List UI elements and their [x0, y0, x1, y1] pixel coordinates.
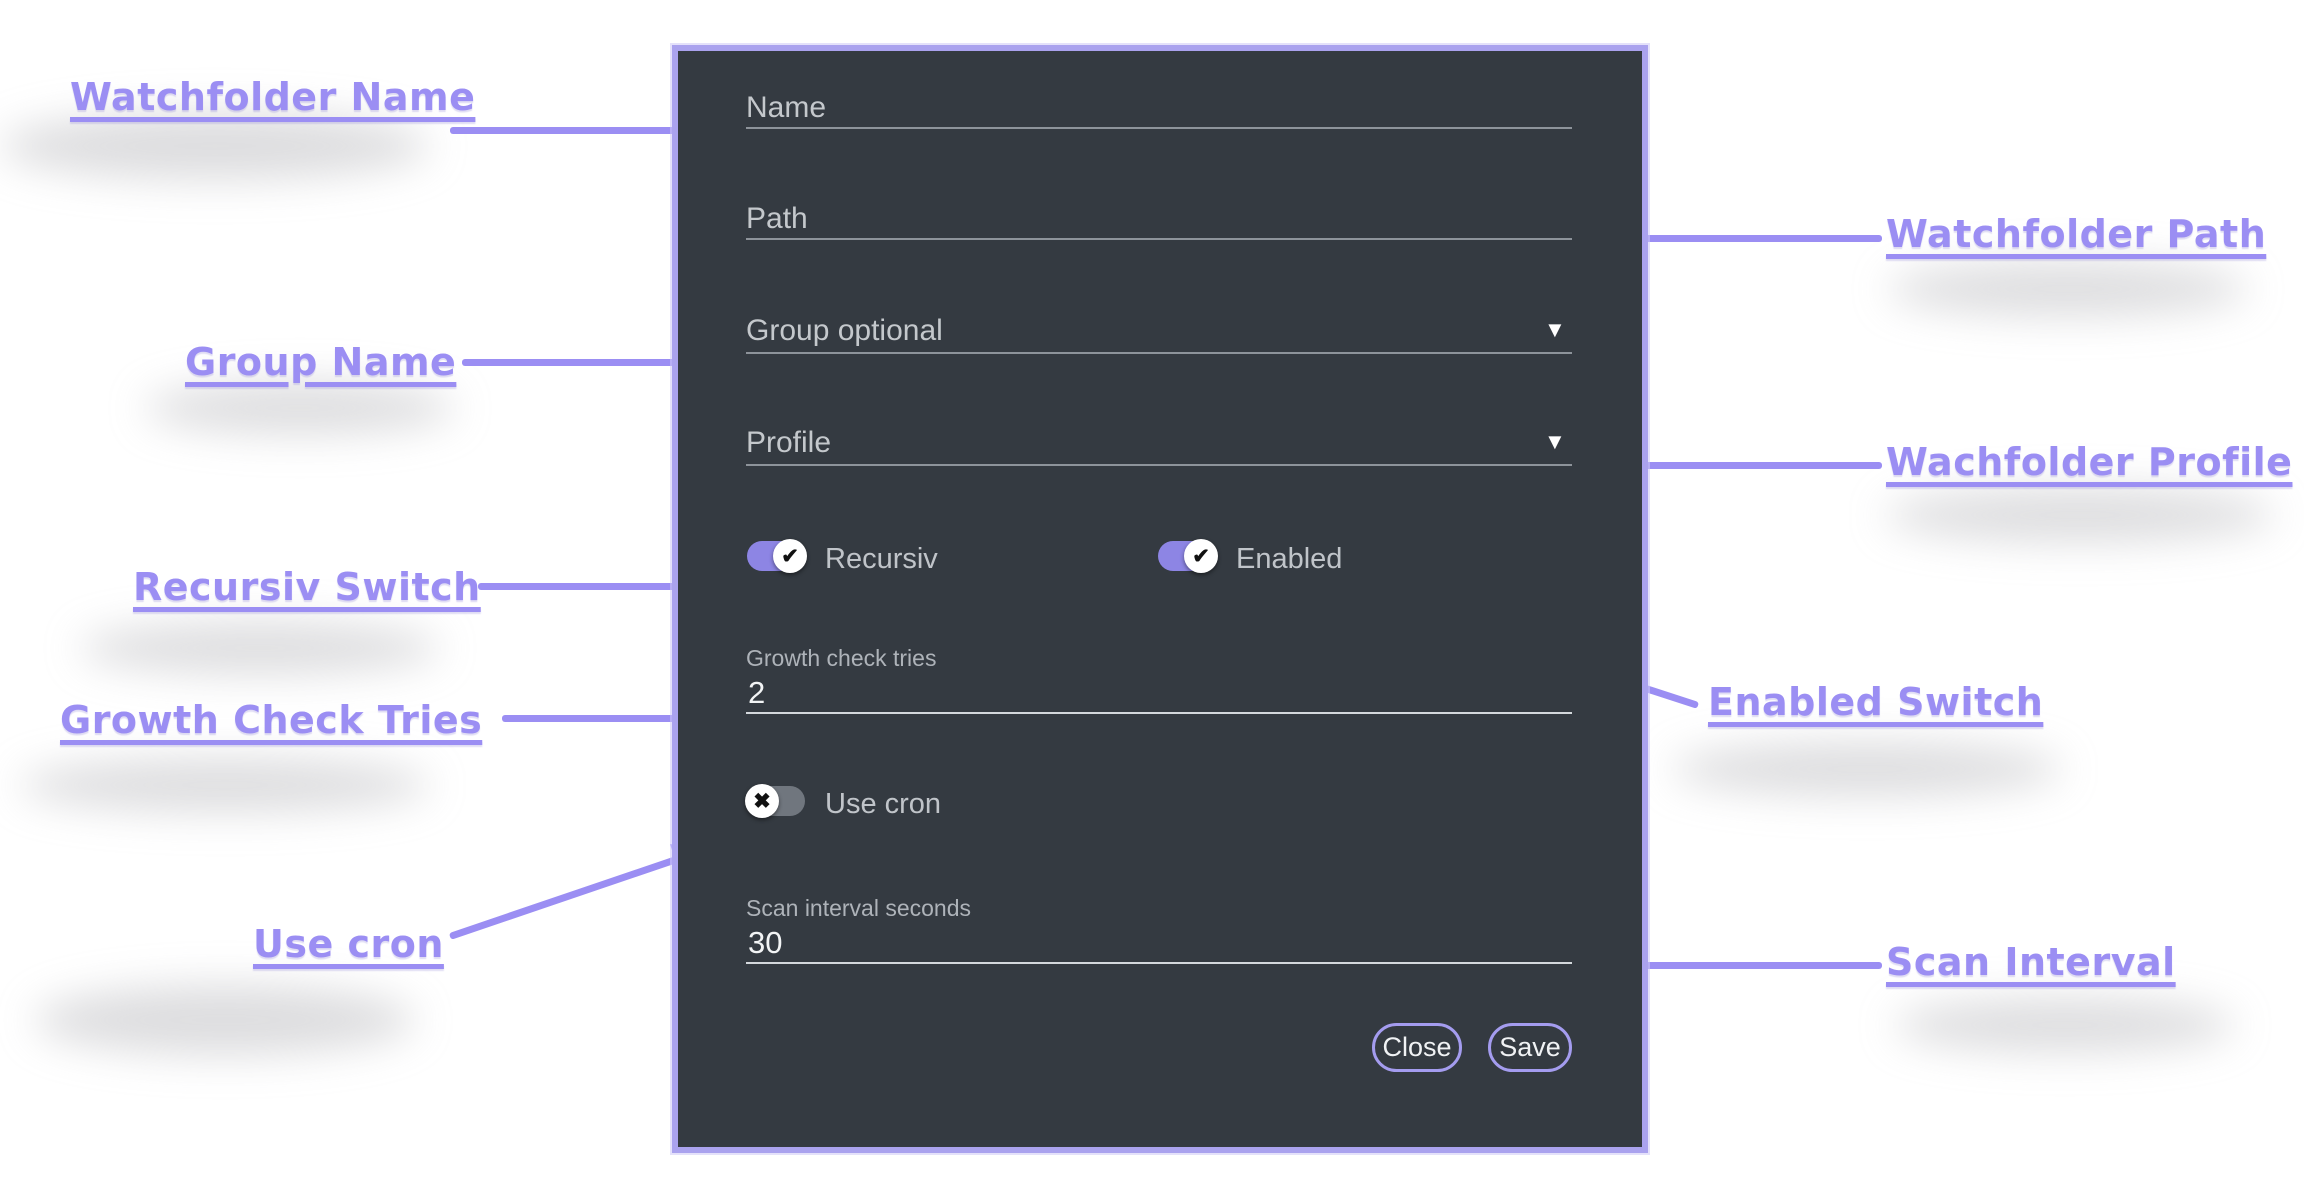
annotation-growth-check-tries: Growth Check Tries	[60, 698, 483, 742]
shadow-blob	[1895, 998, 2235, 1052]
recursiv-toggle-label: Recursiv	[825, 543, 938, 575]
shadow-blob	[35, 985, 415, 1055]
check-icon: ✔	[781, 544, 799, 568]
name-field-underline	[746, 127, 1572, 129]
toggle-thumb-cross-icon: ✖	[745, 784, 779, 818]
annotation-enabled-switch: Enabled Switch	[1708, 680, 2044, 724]
toggle-thumb-check-icon: ✔	[1184, 539, 1218, 573]
shadow-blob	[80, 622, 440, 674]
toggle-thumb-check-icon: ✔	[773, 539, 807, 573]
growth-field-value: 2	[748, 675, 766, 710]
use-cron-toggle[interactable]: ✖	[745, 784, 837, 818]
shadow-blob	[1885, 488, 2275, 542]
annotation-watchfolder-path: Watchfolder Path	[1886, 212, 2267, 256]
shadow-blob	[145, 382, 455, 434]
path-field-label: Path	[746, 202, 808, 235]
profile-select-underline	[746, 464, 1572, 466]
profile-select-label: Profile	[746, 426, 832, 459]
close-button[interactable]: Close	[1372, 1023, 1462, 1072]
group-select-label: Group optional	[746, 314, 943, 347]
check-icon: ✔	[1192, 544, 1210, 568]
scan-field-label: Scan interval seconds	[746, 895, 972, 921]
annotation-use-cron: Use cron	[253, 922, 444, 966]
name-field-label: Name	[746, 91, 827, 124]
annotation-group-name: Group Name	[185, 340, 457, 384]
use-cron-toggle-label: Use cron	[825, 788, 942, 820]
arrow-to-profile-select	[1605, 450, 1882, 482]
arrow-to-use-cron-toggle	[448, 832, 715, 940]
scan-field-value: 30	[748, 925, 783, 960]
recursiv-toggle[interactable]: ✔	[747, 539, 837, 573]
shadow-blob	[20, 758, 430, 812]
annotation-watchfolder-name: Watchfolder Name	[70, 75, 476, 119]
path-field-underline	[746, 238, 1572, 240]
annotation-recursiv-switch: Recursiv Switch	[133, 565, 481, 609]
cross-icon: ✖	[753, 789, 771, 813]
chevron-down-icon[interactable]: ▼	[1544, 429, 1566, 454]
enabled-toggle-label: Enabled	[1236, 543, 1343, 575]
growth-field-underline	[746, 712, 1572, 714]
growth-field-label: Growth check tries	[746, 645, 937, 671]
shadow-blob	[1888, 262, 2248, 316]
shadow-blob	[0, 112, 430, 180]
watchfolder-dialog: Name Path Group optional ▼ Profile ▼ ✔ R…	[672, 45, 1648, 1153]
scan-field-underline	[746, 962, 1572, 964]
shadow-blob	[1672, 742, 2062, 796]
annotation-scan-interval: Scan Interval	[1886, 940, 2176, 984]
annotation-wachfolder-profile: Wachfolder Profile	[1886, 440, 2293, 484]
chevron-down-icon[interactable]: ▼	[1544, 317, 1566, 342]
enabled-toggle[interactable]: ✔	[1158, 539, 1248, 573]
group-select-underline	[746, 352, 1572, 354]
save-button[interactable]: Save	[1488, 1023, 1572, 1072]
